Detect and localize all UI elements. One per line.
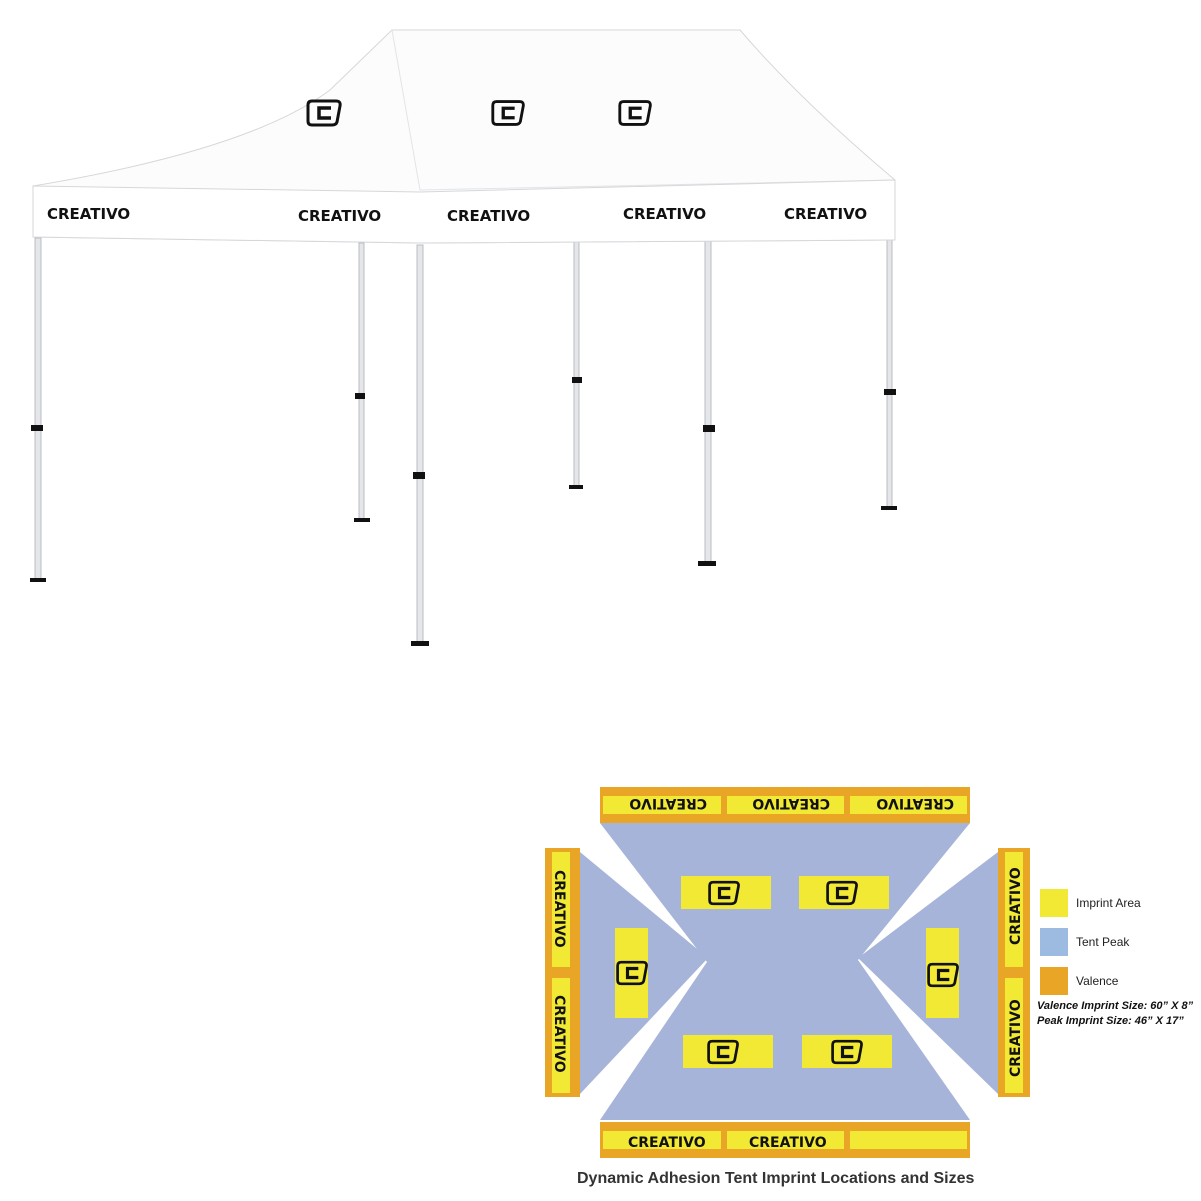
valence-size: Valence Imprint Size: 60” X 8”	[1037, 1000, 1194, 1012]
legend-label: Tent Peak	[1076, 934, 1130, 949]
imprint-diagram: CREATIVO CREATIVO CREATIVO CREATIVO CREA…	[545, 787, 1030, 1158]
imprint-sizes: Valence Imprint Size: 60” X 8” Peak Impr…	[1037, 999, 1193, 1029]
peak-size: Peak Imprint Size: 46” X 17”	[1037, 1015, 1184, 1027]
valance-label: CREATIVO	[1008, 999, 1024, 1077]
swatch-peak	[1040, 927, 1068, 956]
valance-label: CREATIVO	[629, 795, 707, 811]
valance-label: CREATIVO	[47, 205, 130, 223]
tent-canopy: CREATIVO CREATIVO CREATIVO CREATIVO CREA…	[32, 29, 896, 244]
swatch-valence	[1040, 966, 1068, 995]
valance-label: CREATIVO	[784, 205, 867, 223]
legend-item-imprint: Imprint Area	[1040, 883, 1200, 922]
valance-label: CREATIVO	[447, 207, 530, 225]
valance-label: CREATIVO	[752, 795, 830, 811]
diagram-caption: Dynamic Adhesion Tent Imprint Locations …	[577, 1170, 975, 1187]
legend: Imprint Area Tent Peak Valence	[1040, 883, 1200, 1000]
tent-legs	[34, 237, 893, 646]
swatch-imprint	[1040, 888, 1068, 917]
valance-label: CREATIVO	[628, 1135, 706, 1151]
valance-label: CREATIVO	[623, 205, 706, 223]
valance-label: CREATIVO	[551, 995, 567, 1073]
valance-label: CREATIVO	[1008, 867, 1024, 945]
valance-label: CREATIVO	[551, 870, 567, 948]
legend-label: Imprint Area	[1076, 895, 1141, 910]
legend-item-peak: Tent Peak	[1040, 922, 1200, 961]
legend-label: Valence	[1076, 973, 1119, 988]
valance-label: CREATIVO	[876, 795, 954, 811]
legend-item-valence: Valence	[1040, 961, 1200, 1000]
valance-label: CREATIVO	[749, 1135, 827, 1151]
valance-label: CREATIVO	[298, 207, 381, 225]
